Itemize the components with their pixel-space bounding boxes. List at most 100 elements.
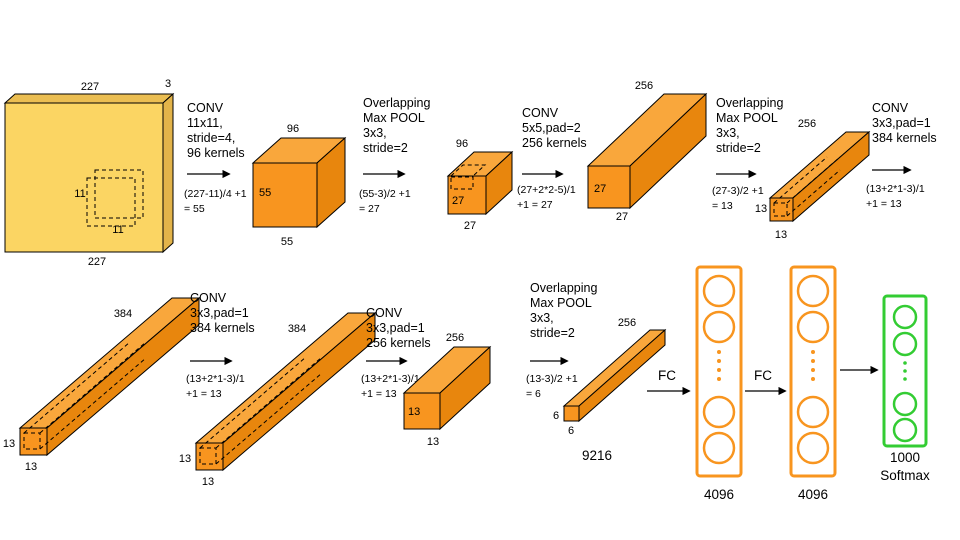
- op-line: 3x3,: [530, 311, 554, 325]
- op-line: 3x3,pad=1: [190, 306, 249, 320]
- box-front-face: [447, 175, 487, 215]
- kernel-window-dashed: [23, 432, 41, 450]
- ellipsis-dot: [903, 377, 907, 381]
- fc1-connector: FC: [647, 368, 691, 396]
- ellipsis-dot: [903, 369, 907, 373]
- op-formula: +1 = 13: [186, 388, 222, 400]
- op-line: Overlapping: [363, 96, 430, 110]
- op-line: 384 kernels: [872, 131, 937, 145]
- kernel-track-dashed: [786, 156, 841, 204]
- op-line: Max POOL: [716, 111, 778, 125]
- op-line: CONV: [366, 306, 403, 320]
- box-front-face: [195, 442, 224, 471]
- neuron-circle: [796, 274, 830, 308]
- op-line: CONV: [872, 101, 909, 115]
- neuron-circle: [702, 431, 736, 465]
- box-front-face: [252, 162, 318, 228]
- op-line: stride=2: [363, 141, 408, 155]
- kernel-track-dashed: [786, 169, 841, 217]
- fc-units-label: 4096: [704, 487, 734, 502]
- conv3-op: CONV 3x3,pad=1 384 kernels (13+2*1-3)/1 …: [866, 101, 937, 210]
- width-label: 55: [281, 236, 293, 248]
- depth-label: 256: [446, 332, 464, 344]
- op-line: 256 kernels: [366, 336, 431, 350]
- ellipsis-dot: [717, 368, 721, 372]
- neuron-circle: [892, 391, 918, 417]
- kernel-track-dashed: [215, 372, 323, 465]
- conv5-output-box: 256 13 13: [402, 332, 492, 448]
- neuron-circle: [892, 417, 918, 443]
- pool-window-dashed-front: [450, 176, 474, 190]
- width-label: 13: [427, 436, 439, 448]
- depth-label: 384: [288, 323, 306, 335]
- fc-arrow-label: FC: [754, 368, 772, 383]
- ellipsis-dot: [903, 361, 907, 365]
- box-side-face: [46, 296, 200, 457]
- op-line: 3x3,pad=1: [366, 321, 425, 335]
- op-line: stride=2: [716, 141, 761, 155]
- kernel-window-dashed: [94, 169, 144, 219]
- ellipsis-dot: [811, 350, 815, 354]
- neuron-circle: [796, 431, 830, 465]
- op-formula: = 55: [184, 203, 205, 215]
- output-activation-label: Softmax: [880, 468, 930, 483]
- conv2-op: CONV 5x5,pad=2 256 kernels (27+2*2-5)/1 …: [517, 106, 587, 211]
- conv1-op: CONV 11x11, stride=4, 96 kernels (227-11…: [184, 101, 247, 215]
- kernel-width-label: 11: [112, 224, 123, 236]
- kernel-track-dashed: [199, 356, 307, 449]
- ellipsis-dot: [811, 377, 815, 381]
- op-formula: (13+2*1-3)/1: [866, 183, 925, 195]
- pool3-op: Overlapping Max POOL 3x3, stride=2 (13-3…: [526, 281, 597, 400]
- neuron-circle: [796, 310, 830, 344]
- neuron-circle: [796, 395, 830, 429]
- op-formula: (27-3)/2 +1: [712, 185, 764, 197]
- fc2-connector: FC: [745, 368, 787, 396]
- box-side-face: [222, 311, 376, 472]
- pool1-output-box: 96 27 27: [446, 138, 514, 232]
- height-label: 13: [408, 406, 420, 418]
- op-formula: (13+2*1-3)/1: [186, 373, 245, 385]
- box-front-face: [769, 197, 794, 222]
- height-label: 55: [259, 187, 271, 199]
- width-label: 27: [616, 211, 628, 223]
- height-label: 6: [553, 410, 559, 422]
- height-label: 27: [594, 183, 606, 195]
- depth-label: 96: [456, 138, 468, 150]
- op-formula: +1 = 27: [517, 199, 553, 211]
- conv2-output-box: 256 27 27: [586, 80, 708, 223]
- op-line: CONV: [190, 291, 227, 305]
- input-front-face: [4, 102, 164, 253]
- input-top-face: [3, 93, 175, 104]
- pool2-op: Overlapping Max POOL 3x3, stride=2 (27-3…: [712, 96, 783, 212]
- input-width-label: 227: [81, 81, 99, 93]
- neuron-circle: [892, 304, 918, 330]
- fc-arrow-label: FC: [658, 368, 676, 383]
- height-label: 13: [179, 453, 191, 465]
- ellipsis-dot: [811, 359, 815, 363]
- ellipsis-dot: [717, 350, 721, 354]
- ellipsis-dot: [717, 377, 721, 381]
- op-formula: (55-3)/2 +1: [359, 188, 411, 200]
- op-formula: +1 = 13: [866, 198, 902, 210]
- width-label: 13: [202, 476, 214, 488]
- width-label: 27: [464, 220, 476, 232]
- fc-units-label: 4096: [798, 487, 828, 502]
- conv5-op: CONV 3x3,pad=1 256 kernels (13+2*1-3)/1 …: [361, 306, 431, 400]
- input-depth-label: 3: [165, 78, 171, 90]
- op-formula: (13+2*1-3)/1: [361, 373, 420, 385]
- depth-label: 96: [287, 123, 299, 135]
- height-label: 13: [755, 203, 767, 215]
- op-line: 3x3,: [716, 126, 740, 140]
- depth-label: 256: [798, 118, 816, 130]
- box-front-face: [587, 165, 631, 209]
- op-line: stride=2: [530, 326, 575, 340]
- op-line: 96 kernels: [187, 146, 245, 160]
- neuron-circle: [702, 395, 736, 429]
- op-line: Overlapping: [530, 281, 597, 295]
- height-label: 27: [452, 195, 464, 207]
- neuron-circle: [702, 274, 736, 308]
- height-label: 13: [3, 438, 15, 450]
- neuron-circle: [702, 310, 736, 344]
- box-top-face: [18, 297, 201, 429]
- pool-window-dashed: [449, 164, 487, 177]
